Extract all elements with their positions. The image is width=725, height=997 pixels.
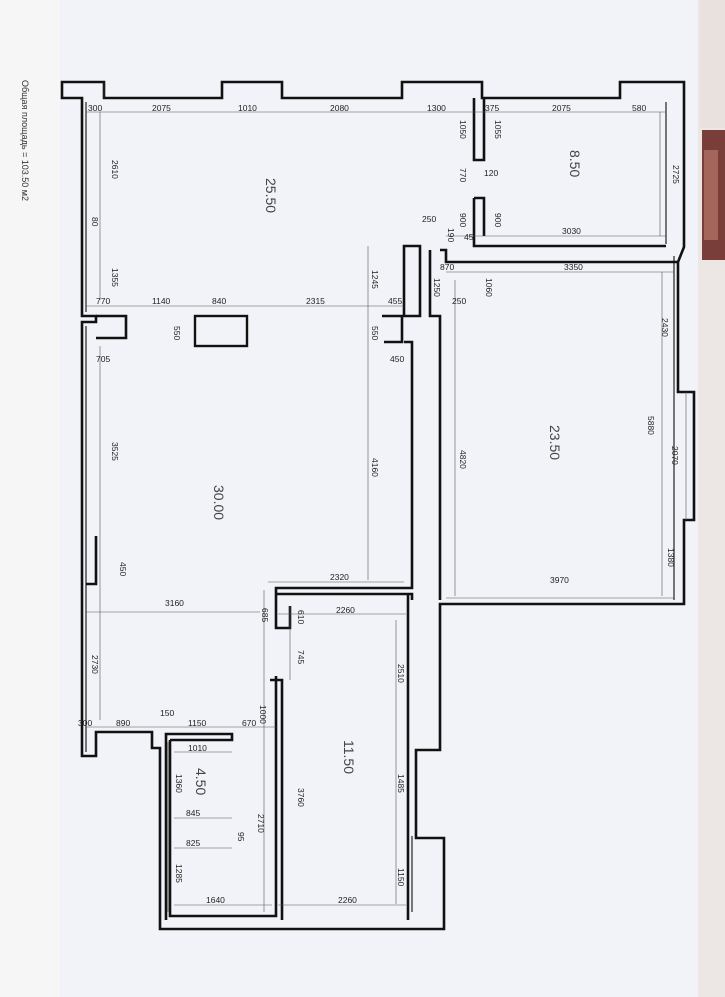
dim-label: 900 [458, 213, 468, 227]
dim-label: 80 [90, 217, 100, 227]
dim-label: 550 [370, 326, 380, 340]
dim-label: 1000 [258, 705, 268, 724]
dim-label: 2430 [660, 318, 670, 337]
dim-label: 150 [160, 708, 174, 718]
dim-label: 610 [296, 610, 306, 624]
dim-label: 870 [440, 262, 454, 272]
room-area-label: 8.50 [567, 150, 583, 177]
dim-label: 845 [186, 808, 200, 818]
dim-label: 1245 [370, 270, 380, 289]
room-area-label: 30.00 [211, 485, 227, 520]
dim-label: 450 [390, 354, 404, 364]
dim-label: 1055 [493, 120, 503, 139]
dim-label: 1010 [238, 103, 257, 113]
dim-label: 825 [186, 838, 200, 848]
dim-label: 1300 [427, 103, 446, 113]
dim-label: 1060 [484, 278, 494, 297]
dim-label: 1140 [152, 296, 171, 306]
dim-label: 770 [96, 296, 110, 306]
corridor-wall [402, 244, 422, 318]
dim-label: 2075 [552, 103, 571, 113]
dim-label: 1640 [206, 895, 225, 905]
dim-label: 745 [296, 650, 306, 664]
dim-label: 580 [632, 103, 646, 113]
total-area-note: Общая площадь = 103.50 м2 [20, 80, 30, 201]
dim-label: 455 [388, 296, 402, 306]
dim-label: 1050 [458, 120, 468, 139]
dim-label: 705 [96, 354, 110, 364]
dim-label: 1355 [110, 268, 120, 287]
dim-label: 3160 [165, 598, 184, 608]
dim-label: 1360 [174, 774, 184, 793]
dim-label: 3030 [562, 226, 581, 236]
room-area-label: 4.50 [193, 768, 209, 795]
dim-label: 2260 [338, 895, 357, 905]
dim-label: 2080 [330, 103, 349, 113]
room-area-label: 11.50 [341, 740, 357, 774]
dim-label: 1285 [174, 864, 184, 883]
dimension-values: 300 2075 1010 2080 1300 375 2075 580 [88, 103, 646, 113]
dim-label: 2710 [256, 814, 266, 833]
dimension-values-vertical: 2610 1050 1055 770 [110, 120, 503, 182]
dim-label: 1485 [396, 774, 406, 793]
dim-label: 2730 [90, 655, 100, 674]
dim-label: 2320 [330, 572, 349, 582]
dim-label: 250 [452, 296, 466, 306]
room-area-label: 23.50 [547, 425, 563, 460]
dim-label: 3970 [550, 575, 569, 585]
dim-label: 550 [172, 326, 182, 340]
room-labels: 25.50 8.50 23.50 30.00 11.50 4.50 [193, 150, 583, 795]
dim-label: 45 [464, 232, 474, 242]
dim-label: 250 [422, 214, 436, 224]
dim-label: 1150 [188, 718, 207, 728]
dim-label: 3350 [564, 262, 583, 272]
outer-top-wall [60, 80, 696, 931]
dim-label: 1250 [432, 278, 442, 297]
dimension-lines [86, 111, 687, 912]
interior-wall-upper [96, 314, 128, 340]
dim-label: 840 [212, 296, 226, 306]
room-area-label: 25.50 [263, 178, 279, 213]
dim-label: 2610 [110, 160, 120, 179]
dim-label: 300 [78, 718, 92, 728]
dim-label: 375 [485, 103, 499, 113]
dim-label: 3525 [110, 442, 120, 461]
dim-label: 2075 [152, 103, 171, 113]
dim-label: 2315 [306, 296, 325, 306]
dim-label: 5880 [646, 416, 656, 435]
dim-label: 4820 [458, 450, 468, 469]
dim-label: 190 [446, 228, 456, 242]
dim-label: 450 [118, 562, 128, 576]
dim-label: 4160 [370, 458, 380, 477]
dim-label: 2510 [396, 664, 406, 683]
dim-label: 95 [236, 832, 246, 842]
column [193, 314, 249, 348]
dim-label: 1380 [666, 548, 676, 567]
dim-label: 3760 [296, 788, 306, 807]
dim-label: 1150 [396, 868, 406, 887]
dim-label: 685 [260, 608, 270, 622]
dim-label: 2725 [671, 165, 681, 184]
dim-label: 900 [493, 213, 503, 227]
dim-label: 2260 [336, 605, 355, 615]
dim-label: 2070 [670, 446, 680, 465]
dim-label: 120 [484, 168, 498, 178]
dim-label: 670 [242, 718, 256, 728]
dim-label: 300 [88, 103, 102, 113]
dim-label: 770 [458, 168, 468, 182]
dim-label: 1010 [188, 743, 207, 753]
dim-label: 890 [116, 718, 130, 728]
